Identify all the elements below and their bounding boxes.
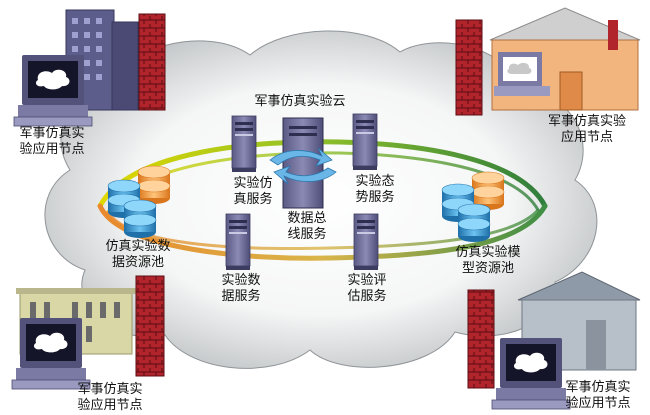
sim-service-label: 实验仿 真服务 [233, 176, 273, 207]
node-top-left-label: 军事仿真实 验应用节点 [19, 126, 85, 157]
data-bus-label: 数据总 线服务 [287, 211, 327, 242]
top-right-firewall-icon [455, 19, 483, 116]
bottom-right-firewall-icon [467, 289, 495, 389]
node-bottom-right-label: 军事仿真实 验应用节点 [565, 380, 631, 411]
bottom-left-firewall-icon [135, 275, 165, 377]
situation-service-label: 实验态 势服务 [355, 174, 395, 205]
data-bus-icon [269, 117, 337, 209]
server-data-icon [225, 213, 251, 271]
top-left-computer-icon [13, 54, 93, 127]
node-bottom-left-label: 军事仿真实 验应用节点 [77, 382, 143, 413]
bottom-right-house-icon [517, 271, 641, 371]
bottom-left-computer-icon [11, 317, 91, 390]
model-pool-label: 仿真实验模 型资源池 [455, 245, 521, 276]
server-sim-icon [231, 115, 257, 173]
top-left-firewall-icon [138, 13, 166, 111]
cloud-title: 军事仿真实验云 [254, 94, 346, 109]
server-eval-icon [353, 213, 379, 271]
sim-data-pool-label: 仿真实验数 据资源池 [105, 239, 171, 270]
data-service-label: 实验数 据服务 [221, 273, 261, 304]
server-situation-icon [352, 113, 378, 171]
top-right-house-icon [489, 7, 641, 111]
node-top-right-label: 军事仿真实验 应用节点 [547, 114, 626, 145]
eval-service-label: 实验评 估服务 [347, 273, 387, 304]
